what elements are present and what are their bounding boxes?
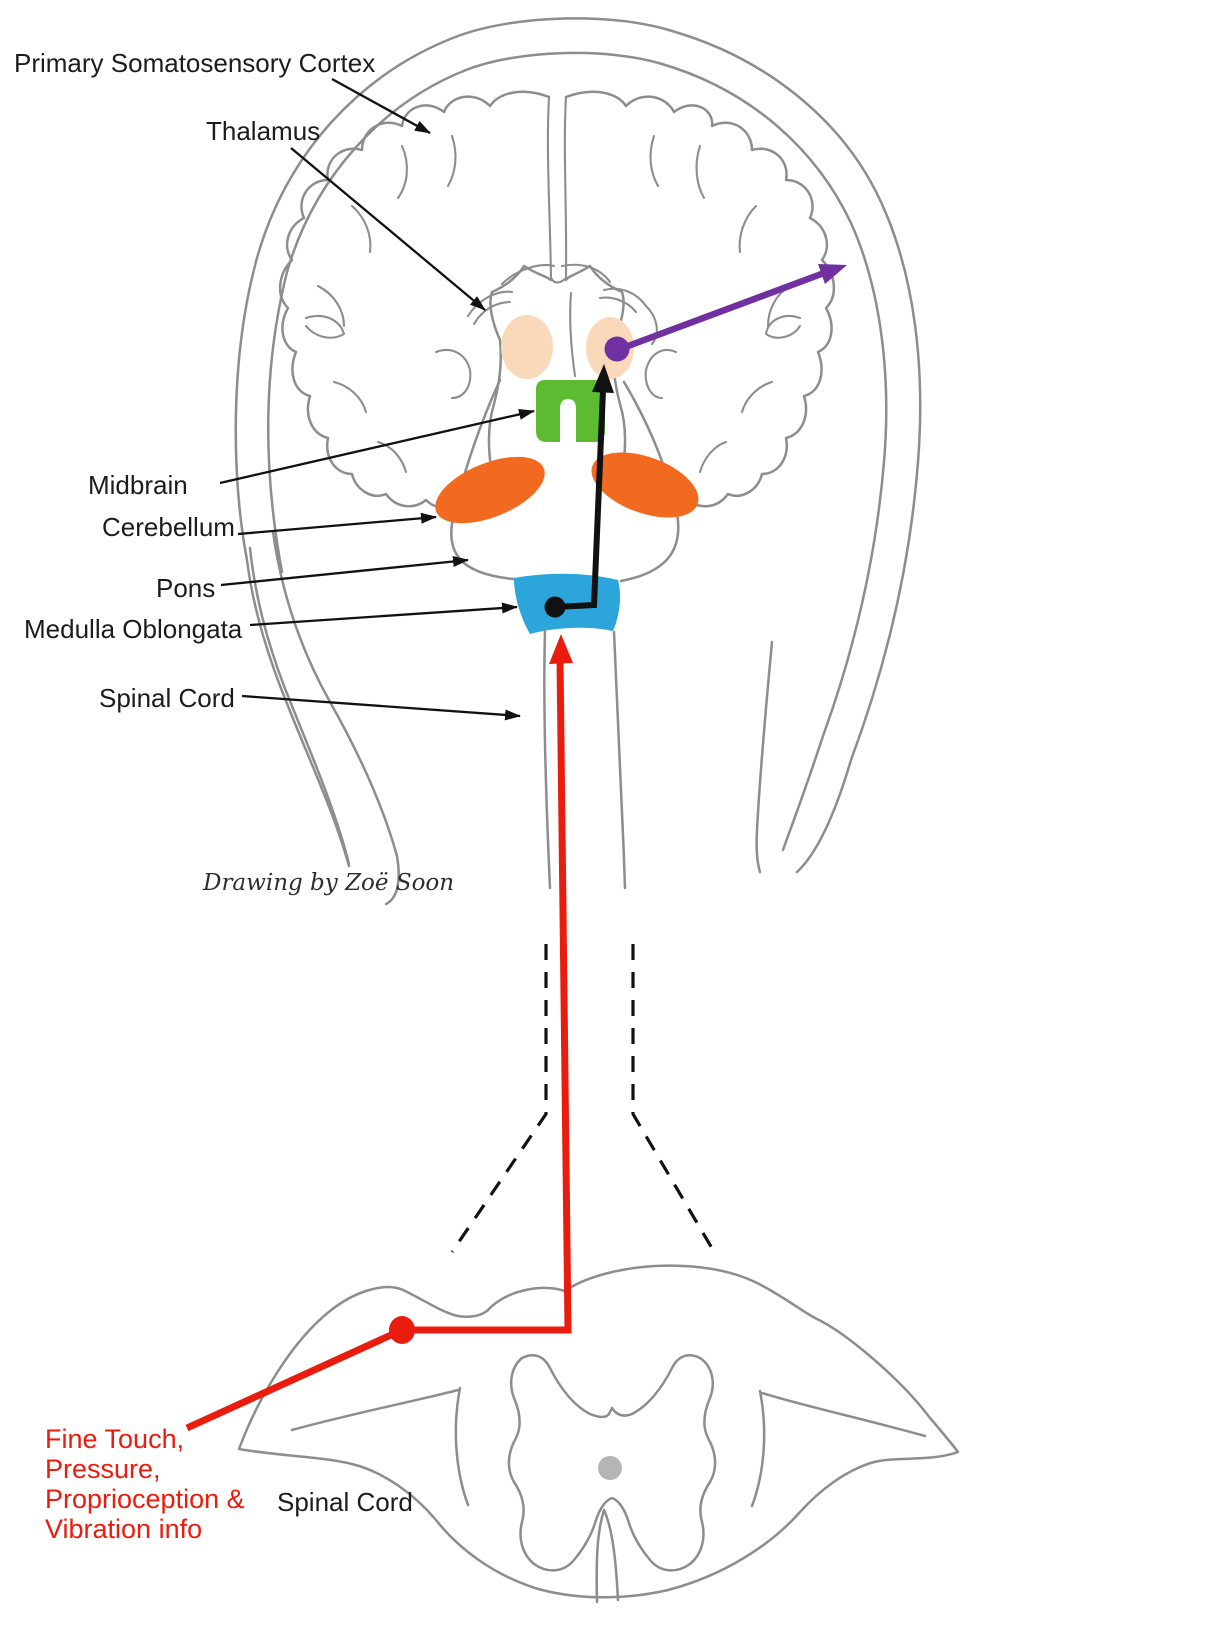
midbrain-shape	[536, 380, 605, 442]
thalamus-left-shape	[501, 315, 553, 379]
cerebellum-shapes	[435, 452, 699, 524]
pathway-info-line-2: Pressure,	[45, 1454, 161, 1484]
label-spinal-cord-lower: Spinal Cord	[277, 1487, 413, 1517]
black-pathway	[544, 364, 614, 618]
pointer-primary-somatosensory-cortex	[331, 77, 431, 135]
label-pointer-lines	[219, 77, 535, 721]
head-outline	[234, 17, 922, 874]
label-primary-somatosensory-cortex: Primary Somatosensory Cortex	[14, 48, 376, 78]
label-cerebellum: Cerebellum	[102, 512, 235, 542]
drawing-credit: Drawing by Zoë Soon	[203, 870, 455, 896]
red-pathway	[185, 634, 573, 1432]
dashed-continuation-lines	[450, 944, 715, 1253]
label-pons: Pons	[156, 573, 216, 603]
pointer-thalamus	[290, 147, 486, 311]
purple-neuron-dot	[604, 336, 630, 362]
label-spinal-cord-upper: Spinal Cord	[99, 683, 235, 713]
pointer-spinal-cord	[241, 694, 521, 721]
pathway-info-line-1: Fine Touch,	[45, 1424, 185, 1454]
pointer-medulla-oblongata	[249, 602, 518, 627]
label-midbrain: Midbrain	[88, 470, 188, 500]
pointer-midbrain	[219, 408, 535, 485]
red-arrowhead	[549, 634, 573, 664]
pathway-info-line-3: Proprioception &	[45, 1484, 245, 1514]
black-neuron-dot	[544, 596, 566, 618]
black-arrowhead	[592, 364, 614, 393]
pointer-cerebellum	[237, 512, 437, 536]
label-thalamus: Thalamus	[206, 116, 321, 146]
brain-gyri	[279, 90, 835, 510]
purple-arrowhead	[818, 264, 847, 284]
spinal-cord-cross-section	[237, 1264, 960, 1604]
central-canal-dot	[598, 1456, 622, 1480]
neck-lines	[248, 530, 774, 906]
red-neuron-dot	[389, 1316, 415, 1344]
pathway-info-label: Fine Touch, Pressure, Proprioception & V…	[45, 1424, 245, 1544]
purple-pathway	[604, 264, 847, 362]
label-medulla-oblongata: Medulla Oblongata	[24, 614, 243, 644]
pointer-pons	[220, 556, 469, 587]
pathway-info-line-4: Vibration info	[45, 1514, 203, 1544]
